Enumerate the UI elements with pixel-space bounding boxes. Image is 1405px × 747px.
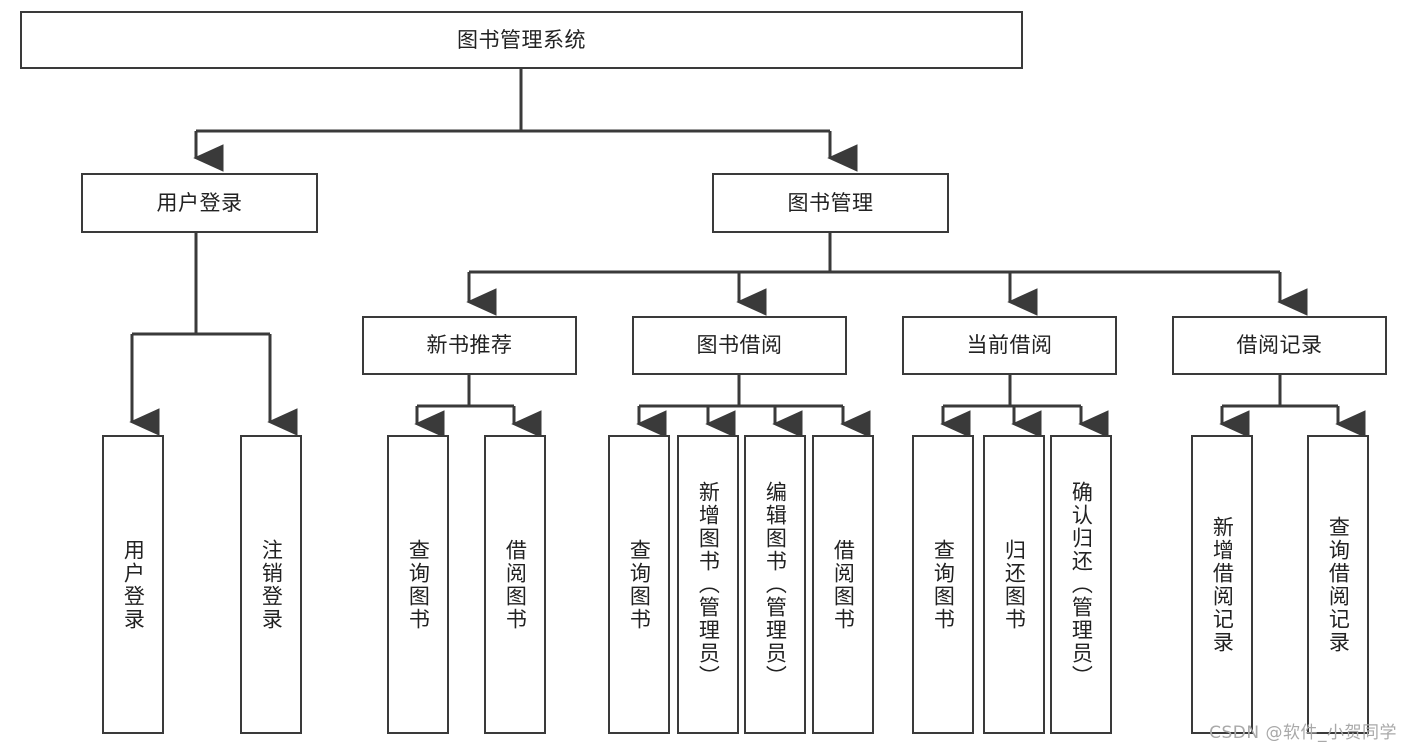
leaf-edit-book[interactable]: 编辑图书（管理员） bbox=[744, 435, 806, 734]
node-label: 查询借阅记录 bbox=[1326, 515, 1351, 654]
node-user-login[interactable]: 用户登录 bbox=[81, 173, 318, 233]
leaf-user-login[interactable]: 用户登录 bbox=[102, 435, 164, 734]
node-label: 新增图书（管理员） bbox=[696, 481, 721, 688]
leaf-query-borrow-record[interactable]: 查询借阅记录 bbox=[1307, 435, 1369, 734]
node-current-borrow[interactable]: 当前借阅 bbox=[902, 316, 1117, 375]
node-label: 借阅图书 bbox=[831, 538, 856, 631]
node-label: 注销登录 bbox=[259, 538, 284, 631]
leaf-query-book-current[interactable]: 查询图书 bbox=[912, 435, 974, 734]
leaf-user-logout[interactable]: 注销登录 bbox=[240, 435, 302, 734]
leaf-query-book-recommend[interactable]: 查询图书 bbox=[387, 435, 449, 734]
leaf-add-book[interactable]: 新增图书（管理员） bbox=[677, 435, 739, 734]
node-label: 图书管理 bbox=[787, 190, 874, 215]
leaf-borrow-book-recommend[interactable]: 借阅图书 bbox=[484, 435, 546, 734]
node-label: 用户登录 bbox=[121, 538, 146, 631]
leaf-add-borrow-record[interactable]: 新增借阅记录 bbox=[1191, 435, 1253, 734]
node-label: 查询图书 bbox=[931, 538, 956, 631]
node-label: 查询图书 bbox=[627, 538, 652, 631]
node-label: 借阅记录 bbox=[1236, 333, 1323, 358]
node-label: 新书推荐 bbox=[426, 333, 513, 358]
node-book-borrow[interactable]: 图书借阅 bbox=[632, 316, 847, 375]
node-label: 当前借阅 bbox=[966, 333, 1053, 358]
node-label: 归还图书 bbox=[1002, 538, 1027, 631]
node-label: 借阅图书 bbox=[503, 538, 528, 631]
node-label: 查询图书 bbox=[406, 538, 431, 631]
node-book-management[interactable]: 图书管理 bbox=[712, 173, 949, 233]
node-label: 编辑图书（管理员） bbox=[763, 481, 788, 688]
node-borrow-record[interactable]: 借阅记录 bbox=[1172, 316, 1387, 375]
node-label: 图书借阅 bbox=[696, 333, 783, 358]
leaf-query-book-borrow[interactable]: 查询图书 bbox=[608, 435, 670, 734]
node-label: 新增借阅记录 bbox=[1210, 515, 1235, 654]
leaf-confirm-return[interactable]: 确认归还（管理员） bbox=[1050, 435, 1112, 734]
node-label: 用户登录 bbox=[156, 190, 243, 215]
node-label: 确认归还（管理员） bbox=[1069, 481, 1094, 688]
node-root-book-management-system[interactable]: 图书管理系统 bbox=[20, 11, 1023, 69]
node-label: 图书管理系统 bbox=[457, 27, 586, 52]
node-new-book-recommend[interactable]: 新书推荐 bbox=[362, 316, 577, 375]
leaf-return-book[interactable]: 归还图书 bbox=[983, 435, 1045, 734]
leaf-borrow-book[interactable]: 借阅图书 bbox=[812, 435, 874, 734]
